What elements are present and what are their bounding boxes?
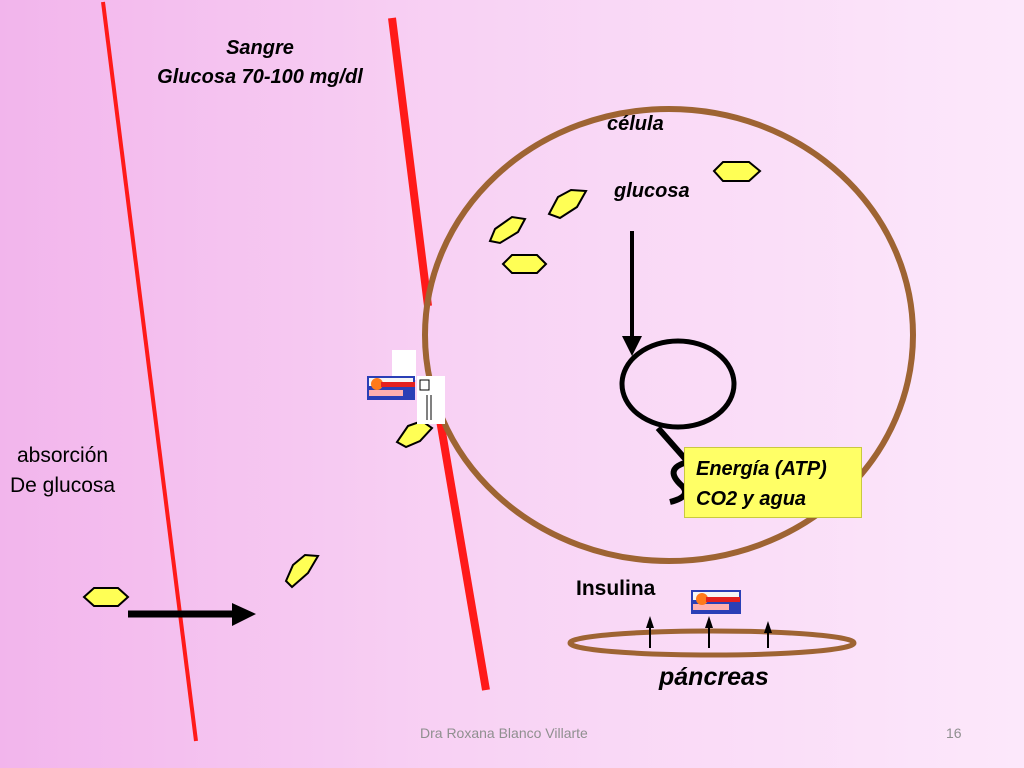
glucose-molecule	[284, 553, 320, 589]
glucose-molecule	[395, 419, 434, 449]
vessel-wall-right-upper	[388, 17, 432, 307]
glucose-molecule	[488, 215, 527, 245]
energy-line-2: CO2 y agua	[696, 488, 807, 510]
absorption-label: absorción De glucosa	[10, 441, 115, 501]
pancreas-shape	[567, 628, 857, 658]
absorption-arrowhead	[232, 603, 256, 626]
insulin-molecule	[691, 590, 741, 614]
footer-author: Dra Roxana Blanco Villarte	[420, 725, 588, 741]
insulin-secretion-arrowhead	[646, 616, 654, 628]
vessel-wall-right-lower	[436, 419, 490, 691]
energy-output-box: Energía (ATP) CO2 y agua	[684, 447, 862, 518]
pancreas-label: páncreas	[659, 663, 769, 691]
metabolism-output-path	[655, 426, 694, 505]
blood-label: Sangre Glucosa 70-100 mg/dl	[120, 34, 400, 92]
page-number: 16	[946, 725, 962, 741]
blood-title: Sangre	[226, 37, 294, 59]
cell-label: célula	[607, 113, 664, 135]
glucose-label: glucosa	[614, 180, 690, 202]
blood-glucose-range: Glucosa 70-100 mg/dl	[157, 66, 363, 88]
insulin-secretion-arrowhead	[705, 616, 713, 628]
insulin-label: Insulina	[576, 577, 656, 600]
vessel-wall-left	[101, 1, 198, 742]
absorption-line-2: De glucosa	[10, 474, 116, 497]
cell-membrane	[422, 106, 916, 564]
absorption-line-1: absorción	[17, 444, 109, 467]
metabolism-arrowhead	[622, 336, 642, 356]
metabolism-cycle	[619, 338, 737, 430]
energy-line-1: Energía (ATP)	[696, 458, 827, 480]
insulin-receptor	[367, 350, 445, 424]
glucose-molecule	[547, 188, 588, 220]
glucose-molecule	[712, 161, 762, 182]
insulin-secretion-arrowhead	[764, 621, 772, 633]
glucose-molecule	[82, 587, 130, 607]
glucose-molecule	[501, 254, 548, 274]
